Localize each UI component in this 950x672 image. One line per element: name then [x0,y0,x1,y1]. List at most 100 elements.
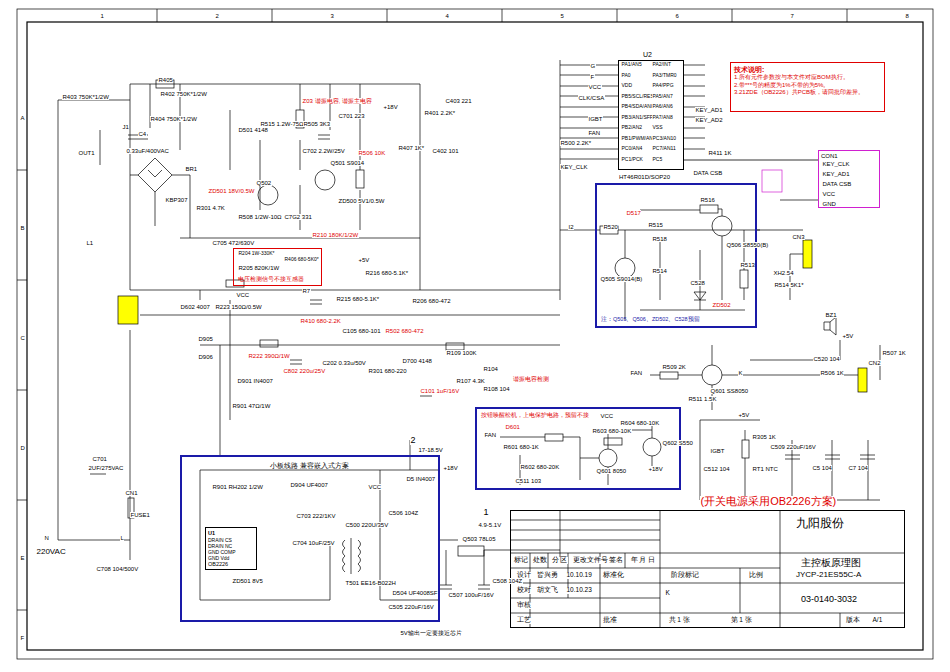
part-label: C702 2.2W/25V [302,148,345,154]
part-label: 17-18.5V [418,447,443,453]
part-label: C509 220uF/16V [770,444,816,450]
part-label: I2 [568,224,574,230]
part-label: FAN [588,130,601,136]
part-label: C202 0.33u/50V [322,360,366,366]
part-label: C4 [138,131,147,137]
node-text: 按钮唤醒松机，上电保护电路，预留不接 [481,412,589,419]
part-label: PA7/AN8 [652,115,673,120]
part-label: PA1/AN5 [621,62,642,67]
part-label: 3 [330,13,334,19]
part-label: R206 680-472 [412,298,451,304]
node-text: 03-0140-3032 [801,595,857,605]
wire-connector [684,160,818,161]
part-label: DATA CSB [822,181,852,187]
part-label: DATA CSB [693,170,723,176]
part-label: PC0/AN4 [621,146,643,151]
part-label: KBP307 [165,197,188,203]
part-label: PC5 [652,157,663,162]
part-label: C507 100uF/16V [448,592,494,598]
part-label: IGBT [710,448,725,454]
part-label: R401 2.2K* [424,110,456,116]
part-label: +18V [383,104,398,110]
part-label: PA2/INT [652,62,672,67]
part-label: C402 101 [432,148,459,154]
smps-wiring [200,440,560,600]
part-label: R505 3K3 [303,121,331,127]
part-label: KEY_AD1 [822,171,850,177]
part-label: Q506 S8550(B) [726,242,769,248]
part-label: R7 [302,288,311,294]
part-label: K [738,370,743,376]
part-label: D602 4007 [180,304,210,310]
part-label: C701 [92,456,107,462]
part-label: R109 100K [446,350,477,356]
part-label: +5V [738,412,750,418]
transistor-symbols [258,170,732,467]
part-label: 标准化 [602,572,624,579]
part-label: R108 104 [483,386,510,392]
part-label: A [20,115,25,121]
connector-ac [118,296,138,324]
part-label: 2 [215,13,219,19]
part-label: C520 104 [813,356,840,362]
part-label: PB2/AN2 [621,125,643,130]
part-label: ZD502 [712,302,731,308]
part-label: Q502 [256,180,272,186]
part-label: C7 104 [848,465,868,471]
part-label: PA0 [621,73,631,78]
part-label: PC1/PCK [621,157,643,162]
inner-frame [27,22,923,650]
node-text: OB2226 [208,561,254,568]
part-label: 更改文件号 [572,557,608,564]
part-label: C508 104Z [492,578,523,584]
node-text: U1 [208,530,254,537]
part-label: C500 220U/35V [345,522,389,528]
part-label: PC7/AN11 [652,146,676,151]
part-label: FAN [630,370,643,376]
driver-region: 注：Q505、Q506、ZD502、C528预留 [595,183,757,328]
part-label: VCC [236,292,250,298]
part-label: R404 750K*1/2W [150,116,197,122]
part-label: D [20,445,25,451]
part-label: R507 1K [882,350,906,356]
part-label: R506 10K [358,150,386,156]
part-label: (开关电源采用OB2226方案) [700,496,837,508]
part-label: C708 104/500V [96,566,139,572]
part-label: C505 220uF/16V [388,604,434,610]
part-label: R514 [652,268,667,274]
part-label: R901 47Ω/1W [232,403,271,409]
part-label: R513 [740,262,755,268]
part-label: D501 4148 [238,127,268,133]
part-label: R215 680-5.1K* [336,296,380,302]
part-label: C703 222/1KV [296,513,336,519]
part-label: Q503 78L05 [462,536,496,542]
part-label: CN3 [792,234,805,240]
part-label: R603 680-10K [592,428,632,434]
part-label: KEY_CLK [822,161,850,167]
part-label: +5V [358,257,370,263]
sense-wiring [560,200,818,320]
ntc-wiring [700,420,880,500]
transformer-symbol [343,538,361,574]
part-label: R508 1/2W-10Ω [238,214,282,220]
part-label: KEY_AD1 [695,107,723,113]
part-label: 签名 [608,557,623,564]
part-label: D904 UF4007 [290,482,328,488]
node-text: 3.21ZDE（OB2226）共PCB板，请回批印差异。 [734,89,881,96]
part-label: 共 1 张 [668,617,690,624]
part-label: R502 680-472 [385,328,424,334]
part-label: C511 103 [515,478,542,484]
node-text: GND COMP [208,549,254,555]
part-label: D901 IN4007 [237,378,273,384]
part-label: N [44,535,49,541]
title-block: 九阳股份主控板原理图JYCP-21ES55C-A03-0140-3032 [510,510,905,628]
connector-cn3 [803,240,812,268]
part-label: R406 680-5K0* [284,257,319,262]
part-label: T501 EE16-B022H [345,580,396,586]
node-text: JYCP-21ES55C-A [796,571,861,580]
part-label: VCC [588,84,602,90]
part-label: K [665,590,670,597]
part-label: R506 1K [820,370,844,376]
grid-ticks [17,9,847,610]
